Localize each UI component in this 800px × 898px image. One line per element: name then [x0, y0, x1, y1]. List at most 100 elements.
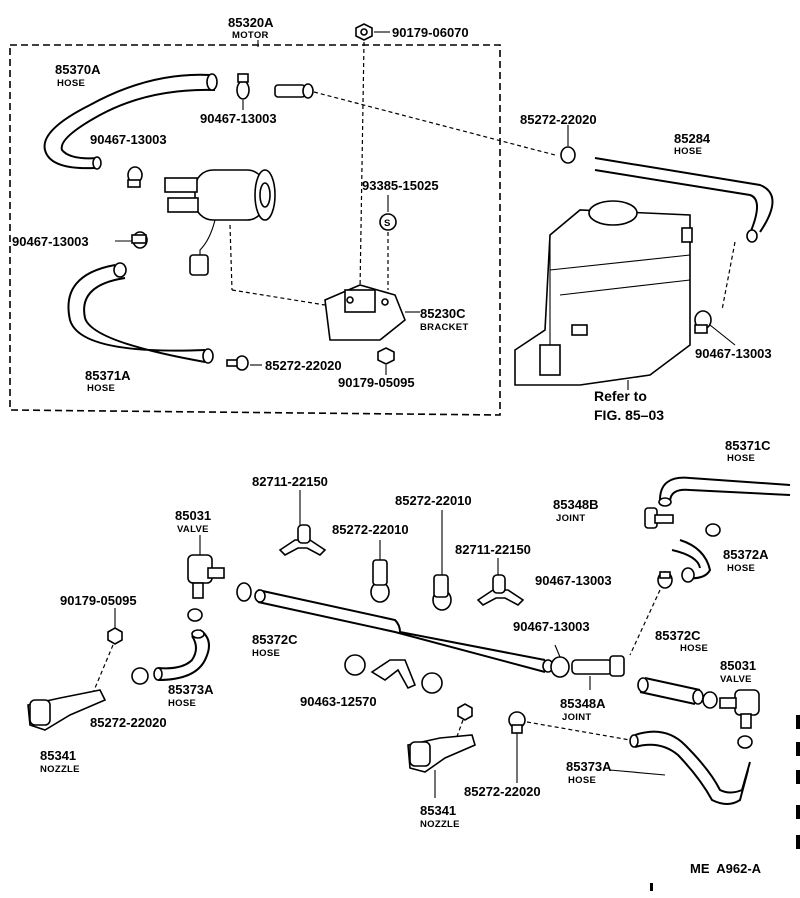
nozzle-icon — [27, 689, 107, 731]
hose-end — [746, 229, 758, 243]
nut-icon — [377, 347, 395, 365]
label-90467-13003: 90467-13003 — [513, 619, 590, 634]
label-85372C: 85372C — [655, 628, 701, 643]
hose-end — [254, 589, 266, 603]
label-85372C: 85372C — [252, 632, 298, 647]
washer-tank-icon — [514, 200, 693, 386]
sublabel-motor: MOTOR — [232, 30, 269, 41]
label-90467-13003: 90467-13003 — [90, 132, 167, 147]
hose-end — [681, 567, 695, 583]
label-85272-22020: 85272-22020 — [265, 358, 342, 373]
hose-clip-icon — [476, 574, 525, 606]
sublabel-valve: VALVE — [177, 524, 209, 535]
motor-assembly-boundary — [9, 44, 501, 416]
hose-end — [92, 156, 102, 170]
sublabel-hose: HOSE — [568, 775, 596, 786]
label-90467-13003: 90467-13003 — [535, 573, 612, 588]
label-90179-05095: 90179-05095 — [338, 375, 415, 390]
hose-end — [113, 262, 127, 278]
clamp-icon — [705, 523, 721, 537]
refer-to-line2: FIG. 85–03 — [594, 407, 664, 423]
clamp-icon — [127, 166, 143, 188]
leader — [709, 324, 736, 346]
hose-85372A — [671, 539, 712, 580]
clamp-icon — [560, 146, 576, 164]
label-85371C: 85371C — [725, 438, 771, 453]
label-82711-22150: 82711-22150 — [455, 542, 531, 557]
hose-85372C-long — [257, 589, 546, 673]
hose-end — [692, 689, 704, 705]
sublabel-valve: VALVE — [720, 674, 752, 685]
hose-85373A-left — [157, 629, 210, 681]
label-82711-22150: 82711-22150 — [252, 474, 328, 489]
valve-icon — [187, 554, 225, 599]
label-90179-05095: 90179-05095 — [60, 593, 137, 608]
label-85348B: 85348B — [553, 497, 599, 512]
joint-icon — [644, 507, 674, 529]
joint-icon — [571, 655, 625, 677]
hose-end — [658, 497, 672, 507]
dashed-link — [231, 289, 326, 306]
washer-icon: S — [379, 213, 397, 231]
sublabel-hose: HOSE — [168, 698, 196, 709]
hose-end — [153, 667, 163, 681]
sublabel-joint: JOINT — [562, 712, 591, 723]
label-85284: 85284 — [674, 131, 711, 146]
label-90467-13003: 90467-13003 — [695, 346, 772, 361]
sublabel-hose: HOSE — [680, 643, 708, 654]
svg-text:S: S — [384, 218, 391, 229]
dashed-link — [454, 719, 464, 743]
leader — [609, 769, 666, 776]
dashed-link — [629, 589, 661, 656]
sublabel-hose: HOSE — [252, 648, 280, 659]
label-90463-12570: 90463-12570 — [300, 694, 377, 709]
label-85372A: 85372A — [723, 547, 769, 562]
hose-85371C — [659, 476, 791, 503]
dashed-link — [229, 224, 233, 291]
label-85272-22020: 85272-22020 — [520, 112, 597, 127]
nozzle-icon — [407, 734, 476, 773]
clamp-icon — [187, 608, 203, 622]
clamp-icon — [657, 571, 673, 589]
label-85272-22020: 85272-22020 — [90, 715, 167, 730]
sublabel-bracket: BRACKET — [420, 322, 469, 333]
clamp-icon — [370, 559, 390, 603]
label-90467-13003: 90467-13003 — [200, 111, 277, 126]
edge-marks — [650, 715, 800, 891]
clamp-icon — [432, 574, 452, 611]
label-90467-13003: 90467-13003 — [12, 234, 89, 249]
valve-icon — [719, 689, 760, 729]
nut-icon — [107, 627, 123, 645]
dashed-link — [526, 721, 631, 741]
figure-code: ME A962-A — [690, 861, 762, 876]
sublabel-hose: HOSE — [57, 78, 85, 89]
hose-end — [202, 348, 214, 364]
nut-icon — [457, 703, 473, 721]
hose-end — [191, 629, 205, 639]
label-85341: 85341 — [40, 748, 76, 763]
label-85031: 85031 — [720, 658, 756, 673]
washer-motor-icon — [164, 169, 276, 276]
label-85272-22020: 85272-22020 — [464, 784, 541, 799]
label-85348A: 85348A — [560, 696, 606, 711]
label-85320A: 85320A — [228, 15, 274, 30]
label-85370A: 85370A — [55, 62, 101, 77]
nut-icon — [355, 23, 373, 41]
clamp-icon — [702, 691, 718, 709]
sublabel-hose: HOSE — [674, 146, 702, 157]
refer-to-line1: Refer to — [594, 388, 647, 404]
label-85031: 85031 — [175, 508, 211, 523]
hose-85373A-right — [634, 730, 751, 805]
label-85341: 85341 — [420, 803, 456, 818]
clip-icon — [344, 654, 443, 694]
hose-end — [206, 73, 218, 91]
sublabel-hose: HOSE — [727, 453, 755, 464]
label-93385-15025: 93385-15025 — [362, 178, 439, 193]
clamp-icon — [236, 73, 250, 100]
hose-85370A — [43, 73, 216, 170]
label-85230C: 85230C — [420, 306, 466, 321]
clamp-icon — [131, 667, 149, 685]
leader — [554, 644, 561, 658]
dashed-link — [359, 41, 365, 291]
